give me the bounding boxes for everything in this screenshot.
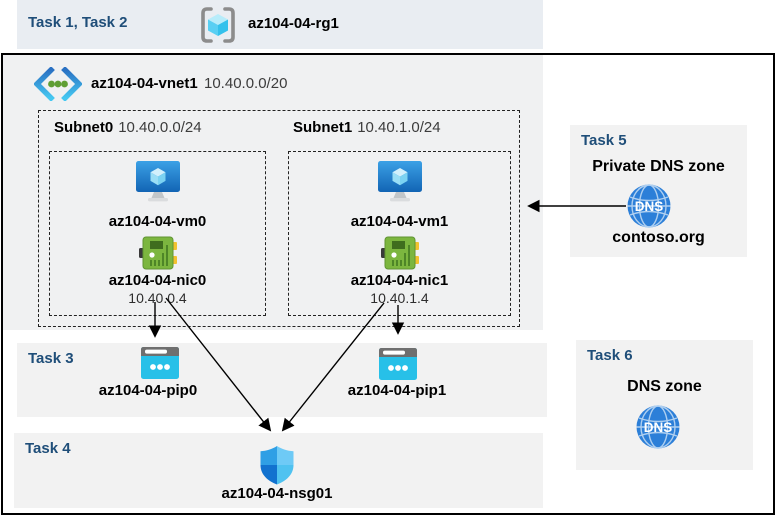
subnet0-box: az104-04-vm0 az104-04-nic0 10.40.0.4 [49, 151, 266, 316]
diagram-frame [1, 53, 775, 515]
resource-group-icon [201, 7, 235, 43]
subnet1-box: az104-04-vm1 az104-04-nic1 10.40.1.4 [288, 151, 511, 316]
nic0-ip: 10.40.0.4 [128, 290, 187, 306]
task5-label: Task 5 [581, 132, 627, 149]
vm1-name: az104-04-vm1 [350, 213, 449, 230]
svg-text:DNS: DNS [644, 420, 673, 435]
nic0-name: az104-04-nic0 [108, 272, 207, 289]
private-dns-zone-title: Private DNS zone [592, 158, 725, 175]
dns-zone-title: DNS zone [627, 378, 702, 395]
nsg-name: az104-04-nsg01 [221, 485, 333, 502]
task3-panel: Task 3 az104-04-pip0 az104-04-pip1 [17, 343, 547, 417]
nsg-shield-icon [260, 446, 294, 485]
pip1-name: az104-04-pip1 [347, 382, 447, 399]
svg-text:DNS: DNS [635, 199, 664, 214]
pip1-icon [379, 348, 417, 380]
vm0-icon [135, 161, 180, 202]
nic0-icon [138, 236, 177, 270]
task6-label: Task 6 [587, 347, 633, 364]
task5-panel: Task 5 Private DNS zone DNS contoso.org [570, 125, 747, 257]
task6-panel: Task 6 DNS zone DNS [576, 340, 753, 470]
resource-group-band: Task 1, Task 2 az104-04-rg1 [17, 0, 543, 49]
nic1-ip: 10.40.1.4 [370, 290, 429, 306]
private-dns-zone-name: contoso.org [612, 229, 705, 246]
task3-label: Task 3 [28, 350, 74, 367]
vnet-cidr: 10.40.0.0/20 [204, 75, 288, 92]
vnet-name: az104-04-vnet1 [91, 75, 198, 92]
vm0-name: az104-04-vm0 [108, 213, 207, 230]
task4-label: Task 4 [25, 440, 71, 457]
nic1-name: az104-04-nic1 [350, 272, 449, 289]
pip0-name: az104-04-pip0 [98, 382, 198, 399]
nic1-icon [380, 236, 419, 270]
vnet-icon [34, 67, 82, 101]
dns-zone-icon: DNS [636, 405, 680, 449]
pip0-icon [141, 347, 179, 379]
task4-panel: Task 4 az104-04-nsg01 [14, 433, 543, 508]
resource-group-name: az104-04-rg1 [248, 15, 339, 32]
vm1-icon [377, 161, 422, 202]
private-dns-zone-icon: DNS [627, 184, 671, 228]
task-1-2-label: Task 1, Task 2 [28, 14, 128, 31]
